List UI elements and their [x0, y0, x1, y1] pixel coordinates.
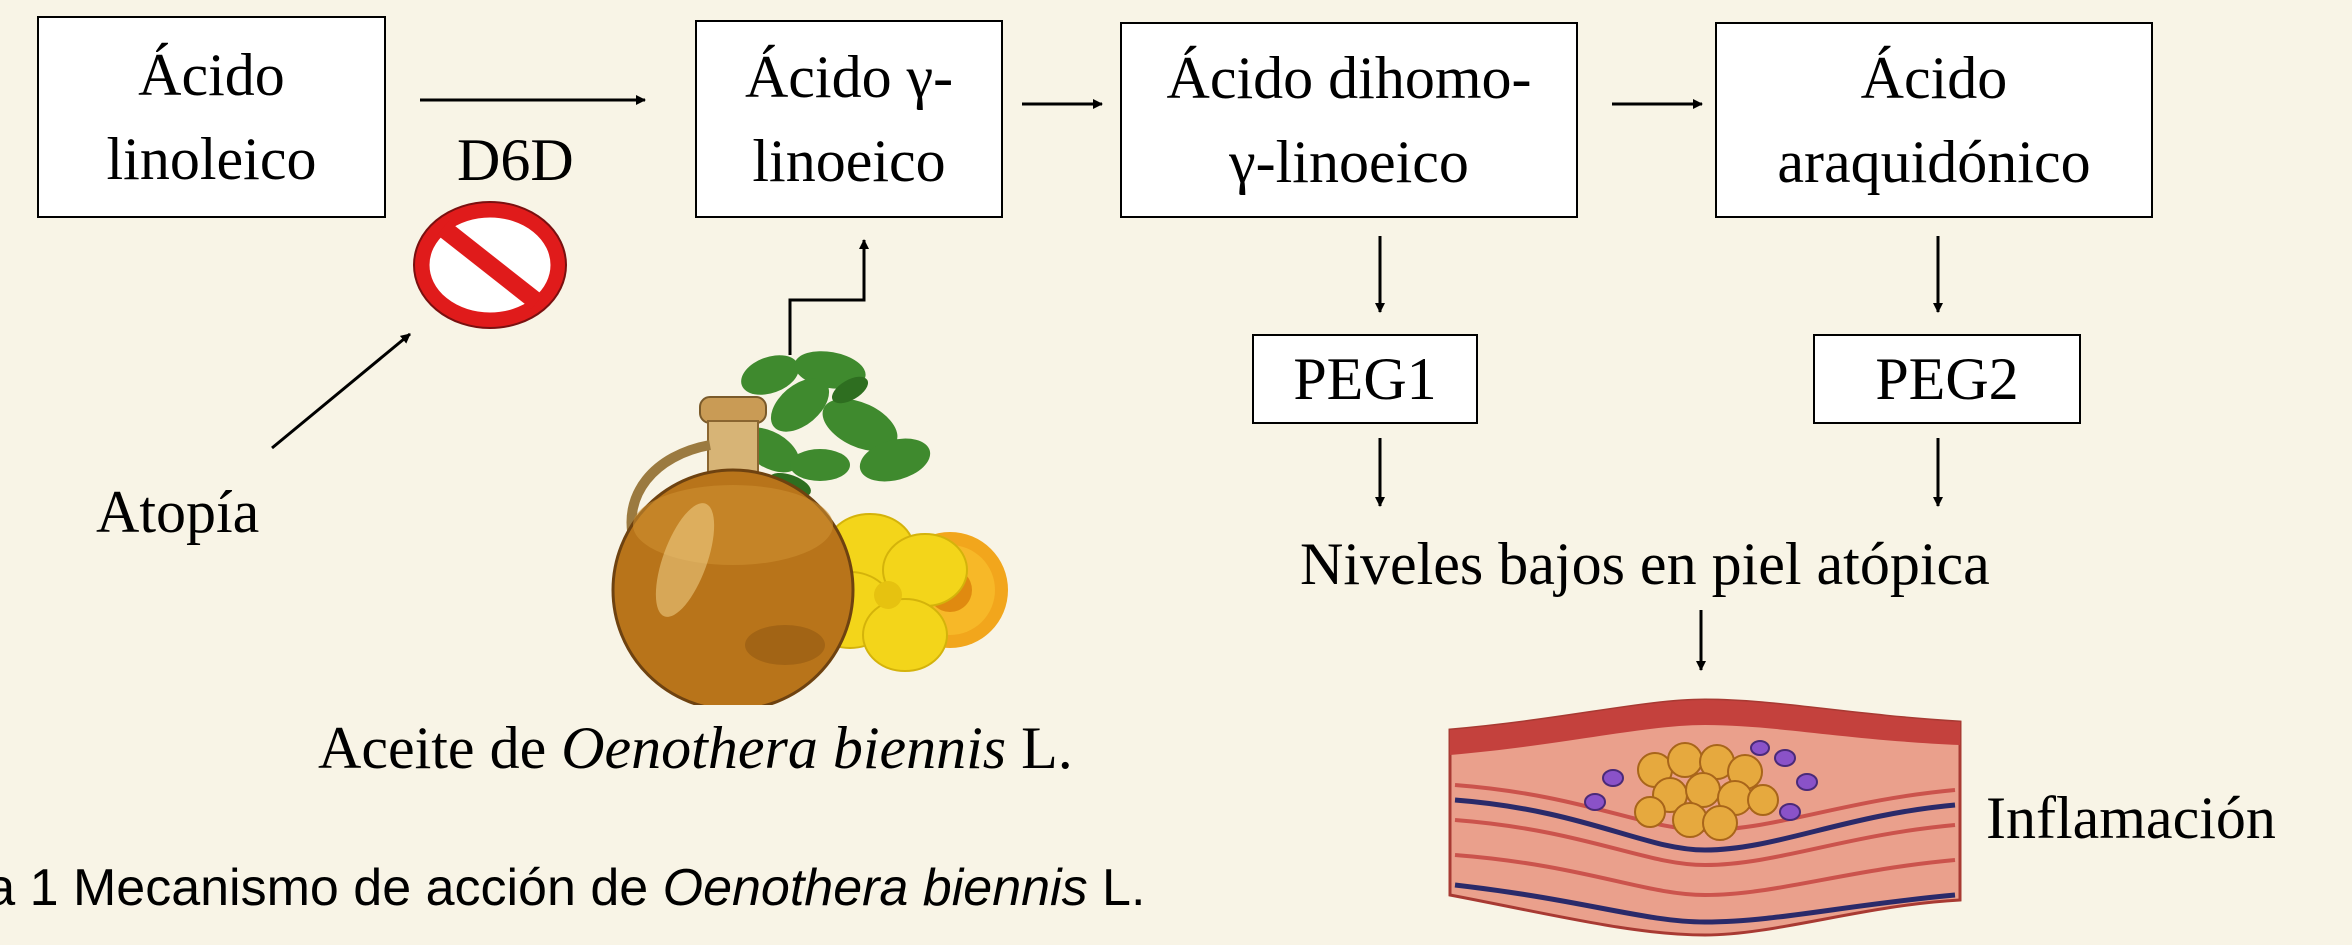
node-peg1: PEG1	[1252, 334, 1478, 424]
label-aceite-suffix: L.	[1006, 715, 1073, 781]
node-acido-araquidonico-line2: araquidónico	[1777, 129, 2091, 195]
node-acido-araquidonico: Ácido araquidónico	[1715, 22, 2153, 218]
caption-species: Oenothera biennis	[662, 859, 1088, 917]
node-acido-dihomo-line1: Ácido dihomo-	[1166, 45, 1532, 111]
node-acido-dihomo-gamma-linoeico: Ácido dihomo- γ-linoeico	[1120, 22, 1578, 218]
node-acido-gamma-linoeico-line1: Ácido γ-	[744, 44, 954, 110]
node-acido-gamma-linoeico: Ácido γ- linoeico	[695, 20, 1003, 218]
prohibition-icon	[413, 201, 567, 329]
node-acido-linoleico: Ácido linoleico	[37, 16, 386, 218]
label-enzyme-d6d: D6D	[457, 127, 574, 193]
label-aceite-species: Oenothera biennis	[561, 715, 1007, 781]
node-acido-dihomo-line2: γ-linoeico	[1229, 129, 1469, 195]
arrow-atopia-to-block	[271, 332, 411, 450]
caption-suffix: L.	[1087, 859, 1146, 917]
node-peg2: PEG2	[1813, 334, 2081, 424]
inflamed-tissue-illustration	[1448, 698, 1962, 937]
figure-caption: ura 1 Mecanismo de acción de Oenothera b…	[0, 862, 1145, 914]
arrow-oil-to-gamma	[788, 239, 869, 355]
node-acido-araquidonico-line1: Ácido	[1860, 45, 2008, 111]
node-acido-linoleico-line2: linoleico	[106, 126, 317, 192]
label-niveles-bajos: Niveles bajos en piel atópica	[1300, 531, 1990, 597]
label-aceite-oenothera: Aceite de Oenothera biennis L.	[318, 718, 1073, 778]
label-aceite-prefix: Aceite de	[318, 715, 562, 781]
node-acido-gamma-linoeico-line2: linoeico	[752, 128, 946, 194]
label-inflamacion: Inflamación	[1986, 785, 2276, 851]
node-acido-linoleico-line1: Ácido	[138, 42, 285, 108]
label-atopia: Atopía	[96, 479, 260, 545]
caption-prefix: ura 1 Mecanismo de acción de	[0, 859, 663, 917]
oil-flowers-illustration	[611, 351, 1008, 705]
